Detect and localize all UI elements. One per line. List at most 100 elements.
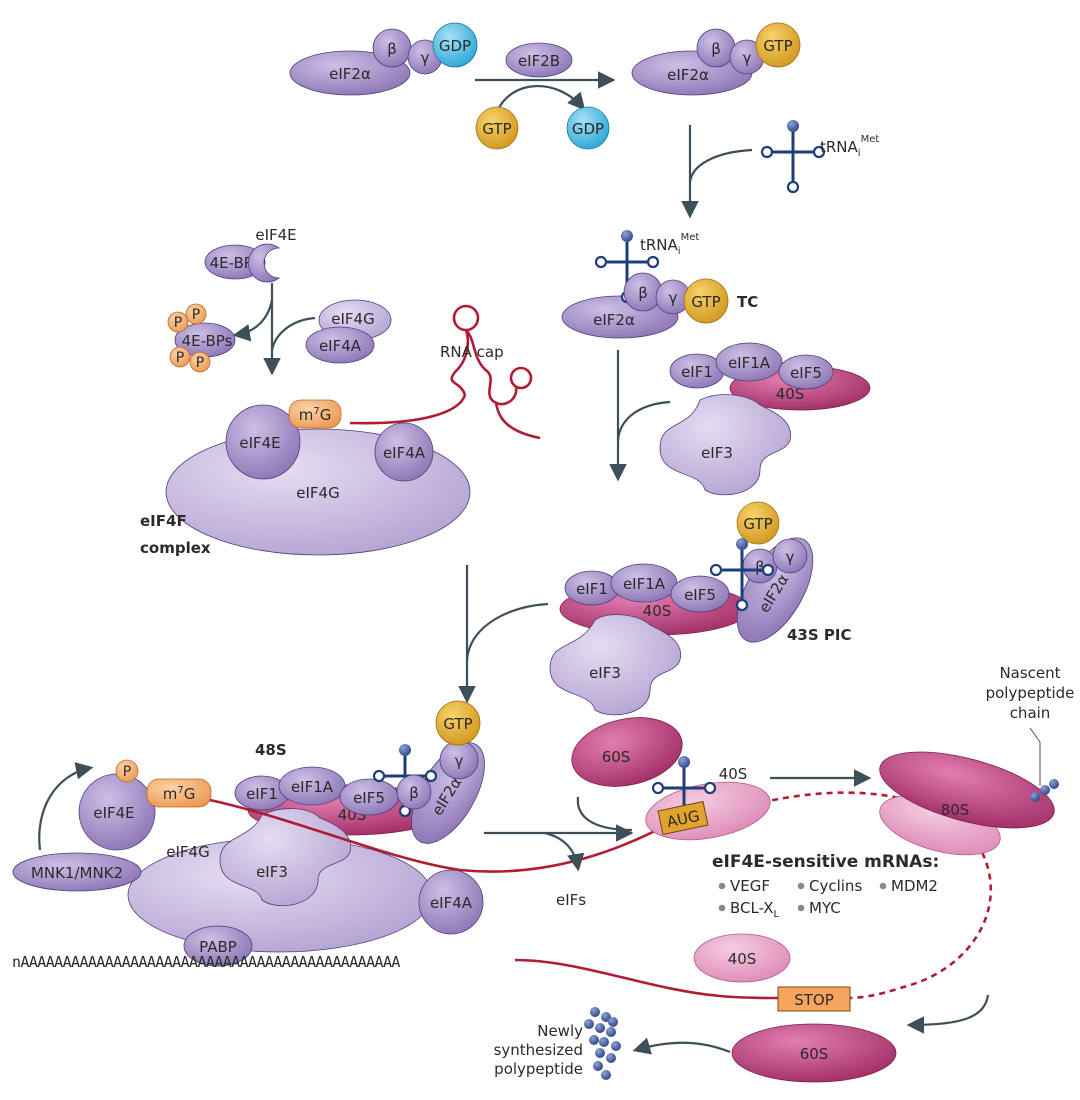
newly-label-3: polypeptide bbox=[494, 1060, 583, 1078]
pabp-label: PABP bbox=[199, 938, 237, 956]
eif4f-label-line1: eIF4F bbox=[140, 512, 187, 530]
eif4e-label: eIF4E bbox=[239, 434, 280, 452]
polya-tail: nAAAAAAAAAAAAAAAAAAAAAAAAAAAAAAAAAAAAAAA… bbox=[12, 953, 400, 971]
sensitive-mrna-list: eIF4E-sensitive mRNAs: VEGF Cyclins MDM2… bbox=[712, 852, 939, 920]
eif1-label: eIF1 bbox=[246, 785, 278, 803]
ternary-complex: eIF2α β γ GTP tRNAiMet TC bbox=[561, 228, 758, 339]
eif3-label: eIF3 bbox=[701, 444, 733, 462]
rna-cap-hairpin bbox=[450, 329, 541, 440]
60s-joining-arrow bbox=[576, 796, 633, 832]
nascent-leader-line bbox=[1029, 727, 1041, 786]
eif4a-label: eIF4A bbox=[383, 444, 426, 462]
gamma-label: γ bbox=[455, 752, 464, 770]
release-arrow bbox=[632, 1037, 731, 1055]
stop-label: STOP bbox=[794, 991, 834, 1009]
pic-label: 43S PIC bbox=[787, 626, 851, 644]
mrna-5prime bbox=[349, 394, 467, 425]
newly-label-2: synthesized bbox=[494, 1041, 583, 1059]
cyclins-item: Cyclins bbox=[809, 877, 862, 895]
mrna-coding-region bbox=[209, 798, 681, 873]
phospho-4ebp: 4E-BPs P P P P bbox=[167, 303, 236, 373]
nascent-label-1: Nascent bbox=[999, 664, 1060, 682]
newly-label-1: Newly bbox=[537, 1022, 583, 1040]
tc-trna-label: tRNAiMet bbox=[640, 232, 699, 257]
small-subunit-factors: 40S eIF1 eIF1A eIF5 eIF3 bbox=[659, 342, 871, 496]
eif1-label: eIF1 bbox=[576, 580, 608, 598]
eif1a-label: eIF1A bbox=[728, 354, 771, 372]
myc-item: MYC bbox=[809, 899, 841, 917]
eif4ga-joining-arrow bbox=[270, 316, 316, 351]
eif4f-complex: eIF4G RNA cap eIF4E m7G eIF4A eIF4F comp… bbox=[140, 304, 541, 557]
eif3-label: eIF3 bbox=[256, 863, 288, 881]
eif5-label: eIF5 bbox=[790, 364, 822, 382]
p-label: P bbox=[176, 350, 184, 366]
s40-label: 40S bbox=[643, 602, 672, 620]
beta-label: β bbox=[409, 784, 419, 802]
initiation-80s: 60S 40S AUG bbox=[571, 717, 771, 841]
gdp-label: GDP bbox=[439, 37, 471, 55]
termination-arrow bbox=[906, 994, 990, 1034]
eif4e-label: eIF4E bbox=[93, 804, 134, 822]
nascent-label-3: chain bbox=[1010, 704, 1051, 722]
p-label: P bbox=[196, 355, 204, 371]
eif4e-label: eIF4E bbox=[255, 226, 296, 244]
vegf-item: VEGF bbox=[730, 877, 770, 895]
mdm2-item: MDM2 bbox=[891, 877, 938, 895]
eif2a-label: eIF2α bbox=[329, 65, 371, 83]
free-trna-icon bbox=[760, 118, 826, 194]
s60-label: 60S bbox=[800, 1045, 829, 1063]
phosphorylation-arrow bbox=[38, 762, 94, 851]
beta-label: β bbox=[387, 40, 397, 58]
gdp-out-label: GDP bbox=[572, 120, 604, 138]
gamma-label: γ bbox=[743, 49, 752, 67]
sensitive-title: eIF4E-sensitive mRNAs: bbox=[712, 852, 939, 872]
s80-label: 80S bbox=[941, 801, 970, 819]
eif2-gdp-complex: eIF2α β γ GDP bbox=[289, 22, 478, 96]
eif4a-label: eIF4A bbox=[319, 337, 362, 355]
free-trna-label: tRNAiMet bbox=[820, 134, 879, 159]
eif5-label: eIF5 bbox=[353, 789, 385, 807]
pic-joining-arrow bbox=[465, 602, 549, 661]
ribosome-80s: 80S Nascent polypeptide chain bbox=[879, 664, 1075, 856]
gtp-in-label: GTP bbox=[482, 120, 511, 138]
eif2-gtp-complex: eIF2α β γ GTP bbox=[631, 22, 801, 96]
nascent-label-2: polypeptide bbox=[986, 684, 1075, 702]
eif4e-4ebp-complex: 4E-BPs eIF4E bbox=[204, 226, 297, 283]
gamma-label: γ bbox=[786, 548, 795, 566]
s40-label: 40S bbox=[719, 765, 748, 783]
complex-48s: eIF4G MNK1/MNK2 eIF4E P m7G 40S eIF1 eIF… bbox=[12, 700, 485, 967]
bp-release-arrow bbox=[232, 299, 274, 342]
free-40s bbox=[693, 933, 791, 983]
gtp-label: GTP bbox=[743, 515, 772, 533]
eif2a-label: eIF2α bbox=[667, 66, 709, 84]
eifs-release-arrow bbox=[544, 831, 585, 872]
eif4f-label-line2: complex bbox=[140, 539, 211, 557]
beta-label: β bbox=[711, 40, 721, 58]
tc-label: TC bbox=[737, 293, 758, 311]
eif1-label: eIF1 bbox=[681, 363, 713, 381]
p-label: P bbox=[174, 315, 182, 331]
beta-label: β bbox=[638, 284, 648, 302]
gamma-label: γ bbox=[669, 289, 678, 307]
eif3-label: eIF3 bbox=[589, 664, 621, 682]
rna-cap-label: RNA cap bbox=[440, 343, 504, 361]
eif5-label: eIF5 bbox=[684, 586, 716, 604]
bp-label: 4E-BPs bbox=[182, 332, 233, 350]
eif2b-exchange: eIF2B GTP GDP bbox=[475, 42, 616, 150]
m7g-label: m7G bbox=[299, 406, 332, 424]
eif2b-label: eIF2B bbox=[518, 52, 560, 70]
factors-joining-arrow bbox=[616, 400, 671, 441]
gtp-gdp-arrow bbox=[493, 85, 586, 119]
beta-label: β bbox=[755, 558, 765, 576]
released-polypeptide bbox=[584, 1007, 621, 1080]
trna-joining-arrow bbox=[688, 148, 753, 183]
eif4a-label: eIF4A bbox=[430, 894, 473, 912]
gtp-label: GTP bbox=[763, 37, 792, 55]
eif4g-label: eIF4G bbox=[331, 310, 374, 328]
s60-label: 60S bbox=[602, 748, 631, 766]
gtp-label: GTP bbox=[691, 293, 720, 311]
free-60s bbox=[731, 1023, 897, 1083]
gamma-label: γ bbox=[421, 49, 430, 67]
eif4g-label: eIF4G bbox=[296, 484, 339, 502]
